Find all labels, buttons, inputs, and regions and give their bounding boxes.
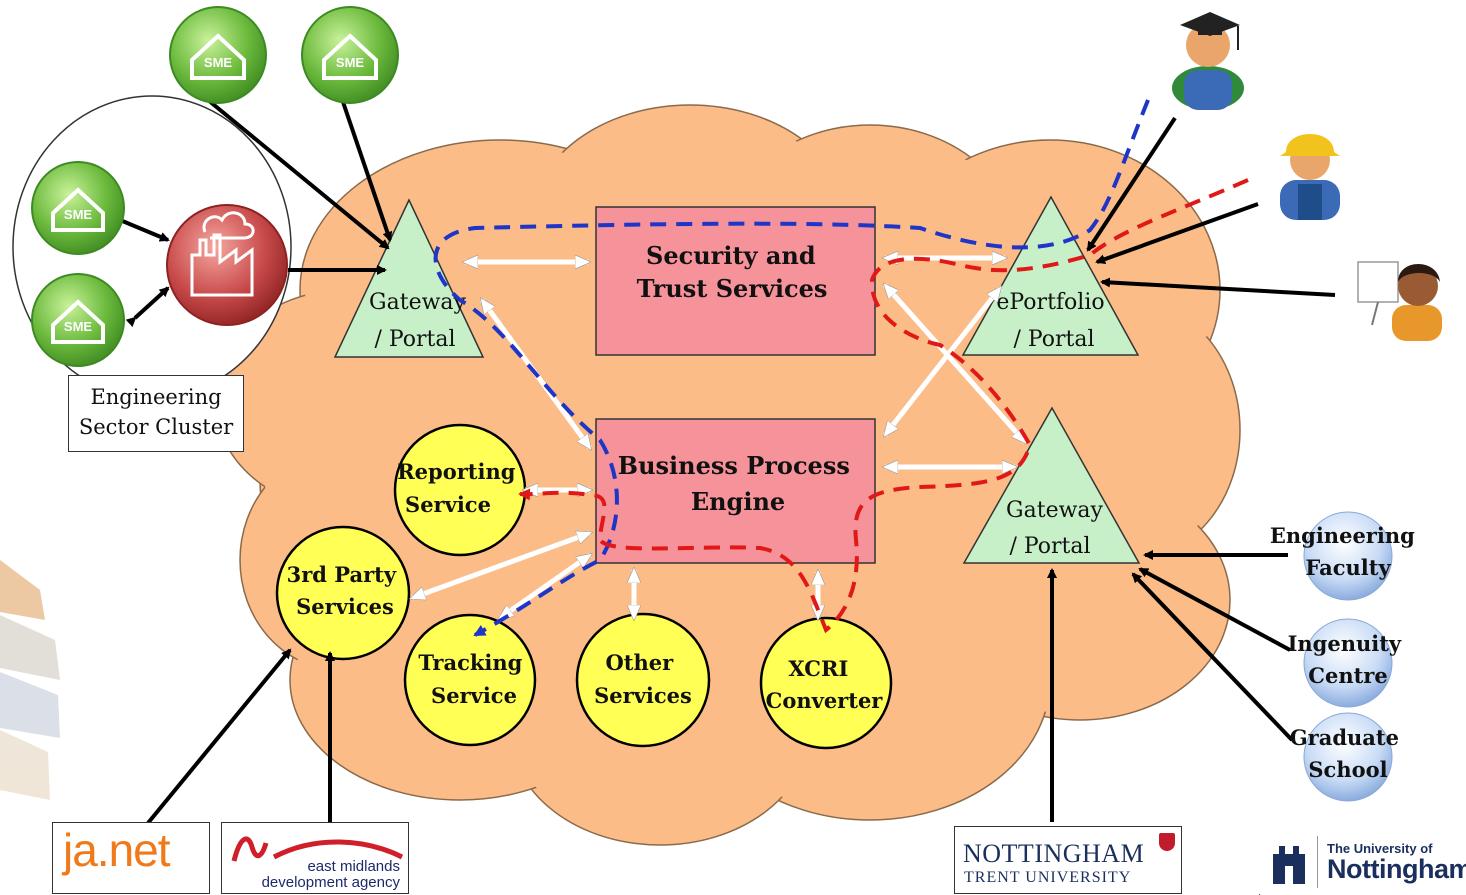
third-party-label-1: 3rd Party bbox=[287, 562, 397, 587]
sme-label: SME bbox=[336, 55, 365, 70]
engineering-faculty-node[interactable]: Engineering Faculty bbox=[1270, 511, 1422, 601]
svg-text:Other Services: Other Services bbox=[594, 650, 692, 708]
graduate-label-2: School bbox=[1308, 757, 1387, 782]
tracking-service[interactable]: Tracking Service bbox=[403, 613, 537, 747]
sector-cluster-label: Engineering Sector Cluster bbox=[68, 375, 244, 452]
third-party-label-2: Services bbox=[296, 594, 394, 619]
reporting-label-2: Service bbox=[405, 492, 491, 517]
graduate-label-1: Graduate bbox=[1290, 725, 1399, 750]
gateway-right-label-2: / Portal bbox=[1009, 534, 1090, 559]
eportfolio-label-1: ePortfolio bbox=[996, 290, 1104, 315]
white-connector-arrows bbox=[412, 258, 1025, 618]
security-label-2: Trust Services bbox=[637, 274, 828, 303]
svg-text:Gateway / Portal: Gateway / Portal bbox=[1006, 498, 1110, 559]
ntu-logo: NOTTINGHAM TRENT UNIVERSITY bbox=[954, 826, 1182, 894]
security-trust-box[interactable] bbox=[595, 206, 876, 356]
sme-label: SME bbox=[64, 207, 93, 222]
svg-text:Gateway / Portal: Gateway / Portal bbox=[369, 290, 473, 352]
ingenuity-label-1: Ingenuity bbox=[1288, 631, 1402, 656]
reporting-service[interactable]: Reporting Service bbox=[393, 423, 527, 557]
ingenuity-label-2: Centre bbox=[1308, 663, 1387, 688]
cluster-label-line-2: Sector Cluster bbox=[78, 415, 234, 439]
sme-icon-cluster-bottom: SME bbox=[31, 273, 125, 367]
blue-dashed-path bbox=[433, 99, 1150, 637]
other-services[interactable]: Other Services bbox=[575, 612, 711, 748]
sme-icon-cluster-top: SME bbox=[31, 161, 125, 255]
gateway-portal-right[interactable] bbox=[962, 406, 1141, 564]
bpe-label-1: Business Process bbox=[618, 451, 850, 480]
cluster-inner-arrows bbox=[110, 212, 170, 328]
black-connector-arrows bbox=[146, 98, 1336, 825]
security-label-1: Security and bbox=[646, 241, 816, 270]
teacher-person-icon bbox=[1357, 261, 1442, 341]
tracking-label-2: Service bbox=[431, 683, 517, 708]
xcri-converter[interactable]: XCRI Converter bbox=[759, 616, 893, 750]
svg-text:Security and Trust Service: Security and Trust Services bbox=[637, 241, 828, 303]
ntu-badge-icon bbox=[1159, 833, 1175, 851]
svg-text:Ingenuity Centre: Ingenuity Centre bbox=[1288, 631, 1409, 688]
gateway-portal-left[interactable] bbox=[333, 198, 485, 358]
emda-swoosh-icon bbox=[231, 836, 404, 862]
other-label-2: Services bbox=[594, 683, 692, 708]
engineering-label-1: Engineering bbox=[1270, 523, 1415, 548]
uon-separator bbox=[1317, 836, 1318, 888]
uon-logo-line-2: Nottingham bbox=[1327, 854, 1466, 884]
business-process-engine-box[interactable] bbox=[595, 418, 876, 564]
xcri-label-1: XCRI bbox=[788, 656, 848, 681]
engineering-label-2: Faculty bbox=[1305, 555, 1391, 580]
svg-text:Tracking Service: Tracking Service bbox=[418, 650, 529, 708]
emda-logo: east midlands development agency bbox=[221, 822, 409, 894]
tracking-label-1: Tracking bbox=[418, 650, 522, 675]
sme-label: SME bbox=[204, 55, 233, 70]
gateway-right-label-1: Gateway bbox=[1006, 498, 1103, 523]
bpe-label-2: Engine bbox=[691, 487, 785, 516]
gateway-left-label-2: / Portal bbox=[374, 327, 455, 352]
svg-text:Business Process Engine: Business Process Engine bbox=[618, 451, 858, 516]
svg-text:3rd Party Services: 3rd Party Services bbox=[287, 562, 404, 619]
gateway-left-label-1: Gateway bbox=[369, 290, 466, 315]
eportfolio-label-2: / Portal bbox=[1013, 327, 1094, 352]
svg-text:Graduate School: Graduate School bbox=[1290, 725, 1407, 782]
third-party-services[interactable]: 3rd Party Services bbox=[275, 525, 411, 661]
janet-logo-text: ja.net bbox=[63, 824, 171, 876]
paper-stack-graphic bbox=[0, 560, 60, 800]
emda-line-2: development agency bbox=[261, 874, 400, 891]
graduate-person-icon bbox=[1172, 12, 1244, 110]
svg-text:XCRI Converter: XCRI Converter bbox=[766, 656, 884, 713]
uon-logo: The University of Nottingham bbox=[1259, 496, 1466, 894]
sme-label: SME bbox=[64, 319, 93, 334]
uon-castle-icon bbox=[1273, 846, 1305, 884]
ntu-logo-line-1: NOTTINGHAM bbox=[963, 839, 1145, 868]
svg-text:Engineering Faculty: Engineering Faculty bbox=[1270, 523, 1422, 580]
reporting-label-1: Reporting bbox=[397, 459, 516, 484]
emda-logo-text: east midlands development agency bbox=[262, 859, 400, 891]
factory-icon bbox=[166, 204, 288, 326]
uon-logo-line-1: The University of bbox=[1327, 841, 1433, 856]
emda-line-1: east midlands bbox=[307, 858, 400, 875]
ingenuity-centre-node[interactable]: Ingenuity Centre bbox=[1288, 618, 1409, 708]
janet-logo: ja.net bbox=[52, 822, 210, 894]
xcri-label-2: Converter bbox=[766, 688, 884, 713]
graduate-school-node[interactable]: Graduate School bbox=[1290, 712, 1407, 802]
sme-icon-top-right: SME bbox=[301, 6, 399, 104]
svg-text:Reporting Service: Reporting Service bbox=[397, 459, 523, 517]
sme-icon-top-left: SME bbox=[169, 6, 267, 104]
ntu-logo-line-2: TRENT UNIVERSITY bbox=[964, 869, 1132, 886]
other-label-1: Other bbox=[606, 650, 675, 675]
cluster-label-line-1: Engineering bbox=[90, 385, 222, 409]
worker-person-icon bbox=[1280, 134, 1340, 220]
